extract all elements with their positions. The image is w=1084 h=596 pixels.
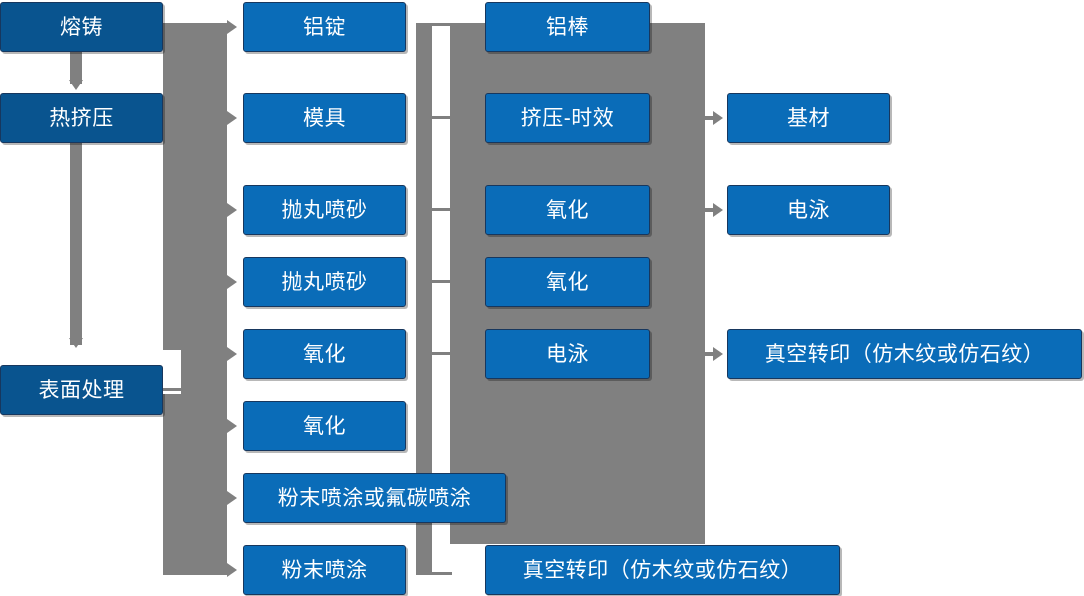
connector-extrusion-to-surface-stem xyxy=(70,143,82,345)
arrow-to-vacuum-transfer-2 xyxy=(713,347,723,361)
node-label-oxidation-1: 氧化 xyxy=(303,342,346,366)
node-label-powder-or-pvdf: 粉末喷涂或氟碳喷涂 xyxy=(277,486,472,510)
node-mold[interactable]: 模具 xyxy=(243,93,406,143)
connector-extrusion-to-surface-arrow xyxy=(69,338,83,348)
node-hot-extrusion[interactable]: 热挤压 xyxy=(0,93,163,143)
node-label-vacuum-transfer-2: 真空转印（仿木纹或仿石纹） xyxy=(764,342,1045,366)
arrow-stem-to-vacuum-transfer-2 xyxy=(705,352,717,356)
arrow-to-powder-coating xyxy=(227,563,237,577)
node-aluminum-ingot[interactable]: 铝锭 xyxy=(243,2,406,52)
node-label-oxidation-3: 氧化 xyxy=(546,198,589,222)
connector-surface-to-fanout-stem xyxy=(163,388,189,391)
node-label-powder-coating: 粉末喷涂 xyxy=(281,558,368,582)
connector-smelt-to-extrusion-stem xyxy=(70,52,82,84)
node-label-electrophoresis-1: 电泳 xyxy=(546,342,589,366)
node-smelt-cast[interactable]: 熔铸 xyxy=(0,2,163,52)
arrow-to-oxidation-1 xyxy=(227,347,237,361)
node-aluminum-bar[interactable]: 铝棒 xyxy=(485,2,650,52)
node-vacuum-transfer-2[interactable]: 真空转印（仿木纹或仿石纹） xyxy=(727,329,1082,379)
arrow-to-mold xyxy=(227,111,237,125)
rail-tick-5 xyxy=(432,352,452,355)
rail-tick-6 xyxy=(432,572,452,575)
node-electrophoresis-1[interactable]: 电泳 xyxy=(485,329,650,379)
arrow-to-shot-blast-2 xyxy=(227,275,237,289)
node-label-hot-extrusion: 热挤压 xyxy=(49,106,114,130)
arrow-stem-to-base-material xyxy=(705,116,717,120)
arrow-to-shot-blast-1 xyxy=(227,203,237,217)
node-label-aluminum-ingot: 铝锭 xyxy=(303,15,346,39)
arrow-to-aluminum-ingot xyxy=(227,20,237,34)
arrow-to-oxidation-2 xyxy=(227,419,237,433)
node-label-aluminum-bar: 铝棒 xyxy=(546,15,589,39)
rail-tick-4 xyxy=(432,280,452,283)
node-oxidation-1[interactable]: 氧化 xyxy=(243,329,406,379)
connector-smelt-to-extrusion-arrow xyxy=(69,80,83,90)
node-base-material[interactable]: 基材 xyxy=(727,93,890,143)
node-surface-treat[interactable]: 表面处理 xyxy=(0,365,163,415)
node-extrusion-aging[interactable]: 挤压-时效 xyxy=(485,93,650,143)
node-electrophoresis-2[interactable]: 电泳 xyxy=(727,185,890,235)
node-oxidation-2[interactable]: 氧化 xyxy=(243,401,406,451)
node-label-oxidation-4: 氧化 xyxy=(546,270,589,294)
node-label-oxidation-2: 氧化 xyxy=(303,414,346,438)
node-shot-blast-1[interactable]: 抛丸喷砂 xyxy=(243,185,406,235)
rail-tick-3 xyxy=(432,208,452,211)
node-oxidation-3[interactable]: 氧化 xyxy=(485,185,650,235)
fanout-block-left xyxy=(163,23,227,575)
arrow-to-powder-or-pvdf xyxy=(227,491,237,505)
rail-tick-2 xyxy=(432,116,452,119)
node-label-shot-blast-2: 抛丸喷砂 xyxy=(281,270,368,294)
fanout-notch-left xyxy=(163,350,181,394)
rail-bar-materials xyxy=(416,23,432,575)
node-vacuum-transfer-1[interactable]: 真空转印（仿木纹或仿石纹） xyxy=(485,545,840,595)
node-shot-blast-2[interactable]: 抛丸喷砂 xyxy=(243,257,406,307)
arrow-to-electrophoresis-2 xyxy=(713,203,723,217)
arrow-to-base-material xyxy=(713,111,723,125)
node-label-surface-treat: 表面处理 xyxy=(38,378,125,402)
node-label-base-material: 基材 xyxy=(787,106,830,130)
node-label-smelt-cast: 熔铸 xyxy=(60,15,103,39)
node-label-mold: 模具 xyxy=(303,106,346,130)
arrow-stem-to-electrophoresis-2 xyxy=(705,208,717,212)
node-label-vacuum-transfer-1: 真空转印（仿木纹或仿石纹） xyxy=(522,558,803,582)
rail-tick-1 xyxy=(432,23,452,26)
node-label-shot-blast-1: 抛丸喷砂 xyxy=(281,198,368,222)
node-powder-or-pvdf[interactable]: 粉末喷涂或氟碳喷涂 xyxy=(243,473,506,523)
node-label-extrusion-aging: 挤压-时效 xyxy=(520,106,615,130)
node-powder-coating[interactable]: 粉末喷涂 xyxy=(243,545,406,595)
node-label-electrophoresis-2: 电泳 xyxy=(787,198,830,222)
node-oxidation-4[interactable]: 氧化 xyxy=(485,257,650,307)
